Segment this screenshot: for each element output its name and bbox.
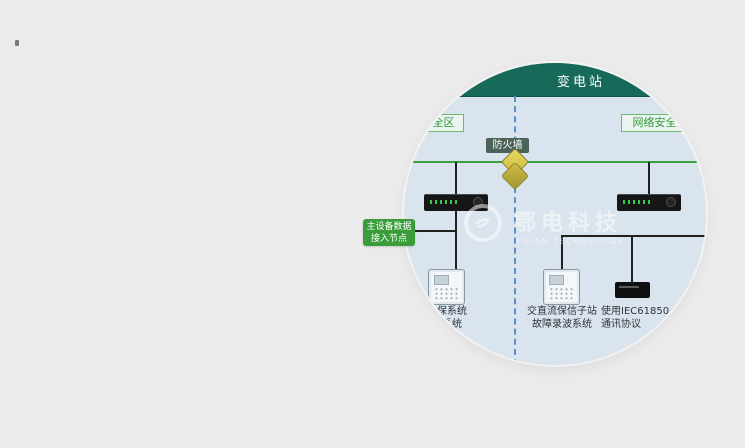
comm-gateway-icon bbox=[615, 282, 650, 298]
switch-port-knob bbox=[666, 197, 676, 207]
drop-line-gateway bbox=[631, 235, 633, 282]
drop-line-right-switch bbox=[648, 162, 650, 195]
rack-switch-icon-right bbox=[617, 194, 681, 211]
firewall-label: 防火墙 bbox=[486, 138, 529, 153]
protection-relay-icon-left bbox=[428, 269, 465, 305]
substation-diagram-circle: 变电站 网络安全区 网络安全区 防火墙 保系统 系统 交直流保信子站 故障录波 bbox=[404, 63, 706, 365]
switch-led-strip bbox=[430, 200, 458, 204]
watermark-subtitle: EDIAN TECHNOLOGY bbox=[516, 237, 625, 246]
diagram-header-band: 变电站 bbox=[404, 63, 706, 97]
firewall-icon bbox=[500, 147, 530, 191]
gateway-slot bbox=[619, 286, 639, 288]
badge-connector-line bbox=[409, 230, 456, 232]
node-badge-line2: 接入节点 bbox=[370, 234, 407, 244]
caption-middle: 交直流保信子站 故障录波系统 bbox=[516, 305, 608, 331]
diagram-title: 变电站 bbox=[556, 75, 605, 90]
switch-port-knob bbox=[473, 197, 483, 207]
relay-display bbox=[549, 275, 564, 285]
caption-middle-line2: 故障录波系统 bbox=[532, 319, 592, 330]
caption-right-line1: 使用IEC61850 bbox=[601, 306, 670, 317]
rack-switch-icon-left bbox=[424, 194, 488, 211]
relay-keypad bbox=[549, 287, 575, 300]
caption-left-line1: 保系统 bbox=[437, 306, 467, 317]
line-left-switch-to-relay bbox=[455, 211, 457, 269]
protection-relay-icon-middle bbox=[543, 269, 580, 305]
watermark-title: 鄂电科技 bbox=[514, 211, 623, 236]
caption-right: 使用IEC61850 通讯协议 bbox=[601, 305, 693, 331]
caption-left: 保系统 系统 bbox=[412, 305, 492, 331]
relay-keypad bbox=[434, 287, 460, 300]
network-bus-line bbox=[404, 161, 706, 163]
node-badge-line1: 主设备数据 bbox=[366, 222, 412, 232]
zone-label-right: 网络安全区 bbox=[621, 114, 699, 132]
caption-middle-line1: 交直流保信子站 bbox=[527, 306, 597, 317]
right-branch-line bbox=[561, 235, 706, 237]
caption-right-line2: 通讯协议 bbox=[601, 319, 641, 330]
screen-artifact-dot bbox=[15, 40, 19, 46]
zone-label-left: 网络安全区 bbox=[404, 114, 464, 132]
switch-led-strip bbox=[623, 200, 651, 204]
relay-display bbox=[434, 275, 449, 285]
drop-line-middle-relay bbox=[561, 235, 563, 269]
drop-line-left-switch bbox=[455, 162, 457, 195]
node-badge: 主设备数据 接入节点 bbox=[363, 219, 415, 246]
ring-logo-swirl bbox=[473, 215, 491, 231]
zone-divider-dashed-line bbox=[514, 96, 516, 365]
caption-left-line2: 系统 bbox=[442, 319, 462, 330]
